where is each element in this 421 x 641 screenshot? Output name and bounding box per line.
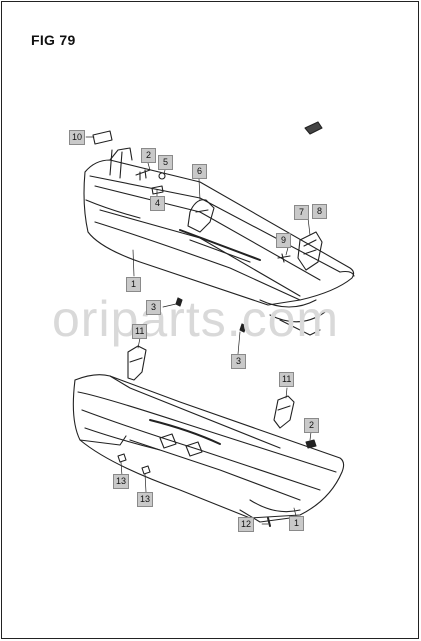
lower-bumper-cover [72,374,345,523]
callout-13-left: 13 [113,474,130,489]
clip-part-13 [117,453,127,463]
bracket-part-6 [187,199,215,233]
callout-11-right: 11 [279,372,295,387]
clip-part-13b [141,465,151,475]
callout-12: 12 [238,517,255,532]
callout-6: 6 [192,164,207,179]
bolt-part-2 [135,169,151,181]
callout-5: 5 [158,155,173,170]
clip-part-4 [151,185,164,195]
callout-8: 8 [312,204,327,219]
callout-2: 2 [141,148,156,163]
callout-3-lower: 3 [231,354,246,369]
bracket-part-11-right [273,395,295,429]
bracket-part-11-left [127,345,147,381]
callout-4: 4 [150,196,165,211]
callout-2-lower: 2 [304,418,319,433]
screw-part-12 [267,517,271,527]
callout-7: 7 [294,205,309,220]
figure-title: FIG 79 [31,32,76,48]
nut-part-2 [305,439,317,449]
callout-1-upper: 1 [126,277,141,292]
callout-13-right: 13 [137,492,154,507]
washer-part-5 [158,172,166,180]
callout-11-left: 11 [132,324,148,339]
callout-9: 9 [276,233,291,248]
callout-3-left: 3 [146,300,161,315]
screw-part-3 [175,297,183,307]
callout-1-lower: 1 [289,516,304,531]
screw-part-3b [239,323,247,333]
clip-part-10 [92,130,113,145]
screw-part-9 [277,253,291,263]
nut-part [304,121,323,135]
bracket-part-7 [297,231,323,271]
callout-10: 10 [69,130,86,145]
